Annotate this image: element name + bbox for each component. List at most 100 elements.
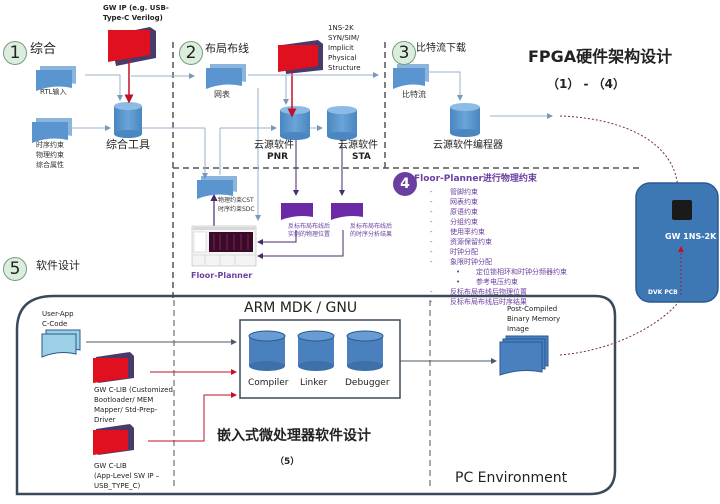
chip-icon [672,200,692,220]
bullet-icon: - [430,228,433,236]
floor-planner-screenshot [191,225,257,267]
software-heading-sub: （5） [275,457,300,467]
clib1-label-2: Bootloader/ MEM [94,396,154,404]
floor-planner-label: Floor-Planner [191,271,253,280]
constraint-text: 反标布局布线后时序结果 [450,298,527,306]
back-annot-pos-doc [281,203,313,220]
step5-arrows [86,299,681,442]
constraint-text: 时钟分配 [450,248,478,256]
step2-arrows [210,70,379,259]
pnr-label-1: 云源软件 [254,140,294,151]
bullet-icon: - [430,248,433,256]
constraints-label-2: 物理约束 [36,151,64,159]
back-annot-timing-line-2: 的时序分析结果 [350,231,393,238]
debugger-cylinder [346,330,384,371]
rtl-input-label: RTL输入 [40,88,67,96]
structure-block [278,40,323,74]
pcb-label: DVK PCB [648,289,678,296]
step5-number-badge: 5 [3,257,27,281]
pc-env-frame [15,294,617,496]
main-subtitle: （1） - （4） [547,77,626,91]
user-app-label-1: User-App [42,310,74,318]
bullet-icon: - [430,208,433,216]
step3-arrows [428,71,681,191]
constraint-list-item: • 参考电压约束 [430,277,567,287]
binary-label-2: Binary Memory [507,315,561,323]
section-dividers [172,42,640,300]
binary-doc [499,335,549,376]
linker-cylinder [297,330,335,371]
tool-debugger: Debugger [345,378,390,388]
step2-label: 布局布线 [205,42,249,55]
programmer-cylinder [450,103,480,137]
tool-linker: Linker [300,378,328,388]
bullet-icon: • [456,268,461,276]
cst-label-2: 时序约束SDC [218,206,255,213]
clib2-label-1: GW C-LIB [94,462,127,470]
back-annot-timing-doc [331,203,363,220]
bullet-icon: - [430,288,433,296]
programmer-label: 云源软件编程器 [433,140,503,151]
clib2-block [93,424,134,455]
back-annot-timing-label: 反标布局布线后 的时序分析结果 [350,223,392,239]
structure-label-1: 1NS-2K [328,24,354,32]
structure-label-5: Structure [328,64,361,72]
bullet-icon: - [430,218,433,226]
constraint-list-item: -管脚约束 [430,187,567,197]
gw-ip-block [108,27,156,66]
step1-label: 综合 [30,42,57,57]
constraint-list-item: -反标布局布线后时序结果 [430,297,567,307]
structure-label-3: Implicit [328,44,354,52]
step3-number-badge: 3 [392,41,416,65]
pnr-label-2: PNR [267,152,289,162]
constraint-text: 象限时钟分配 [450,258,492,266]
sta-cylinder [327,106,357,140]
cst-label-1: 物理约束CST [218,197,254,204]
back-annot-pos-label: 反标布局布线后 实例的物理位置 [288,223,330,239]
back-annot-pos-line-2: 实例的物理位置 [288,231,331,238]
clib1-label-3: Mapper/ Std-Prep- [94,406,158,414]
step4-number-badge: 4 [393,172,417,196]
clib1-label-1: GW C-LIB (Customized [94,386,173,394]
chip-label: GW 1NS-2K [665,232,717,241]
constraints-label-1: 时序约束 [36,141,64,149]
back-annot-pos-line-1: 反标布局布线后 [288,223,331,230]
step5-label: 软件设计 [36,259,80,272]
synthesis-tool-label: 综合工具 [106,138,150,151]
gw-ip-label-1: GW IP (e.g. USB- [103,4,169,12]
constraint-list-item: - 使用率约束 [430,227,567,237]
rtl-input-doc [36,66,76,91]
tool-compiler: Compiler [248,378,289,388]
constraints-doc [32,118,72,143]
bullet-icon: - [430,198,433,206]
constraint-list-item: - 反标布局布线后物理位置 [430,287,567,297]
user-app-doc [41,329,81,358]
binary-label-3: Image [507,325,529,333]
constraint-text: 网表约束 [450,198,478,206]
constraint-text: 管脚约束 [450,188,478,196]
constraint-list-item: - 象限时钟分配 [430,257,567,267]
cst-doc [197,176,237,199]
constraint-list-item: -分组约束 [430,217,567,227]
constraint-text: 参考电压约束 [476,278,518,286]
step2-number-badge: 2 [179,41,203,65]
clib1-block [93,352,134,383]
bullet-icon: - [430,238,433,246]
constraints-label-3: 综合属性 [36,161,64,169]
constraint-text: 资源保留约束 [450,238,492,246]
dvk-pcb-board [635,182,719,303]
netlist-doc [206,64,246,89]
bitstream-doc [393,64,429,89]
bullet-icon: • [456,278,461,286]
step1-arrows [72,60,208,179]
constraint-text: 反标布局布线后物理位置 [450,288,527,296]
binary-label-1: Post-Compiled [507,305,558,313]
constraint-list-item: - 资源保留约束 [430,237,567,247]
step3-label: 比特流下载 [416,43,466,54]
sta-label-2: STA [352,152,371,162]
bullet-icon: - [430,258,433,266]
constraint-list-item: •定位锁相环和时钟分频器约束 [430,267,567,277]
clib2-label-2: (App-Level SW IP – [94,472,160,480]
constraint-text: 使用率约束 [450,228,485,236]
structure-label-2: SYN/SIM/ [328,34,360,42]
